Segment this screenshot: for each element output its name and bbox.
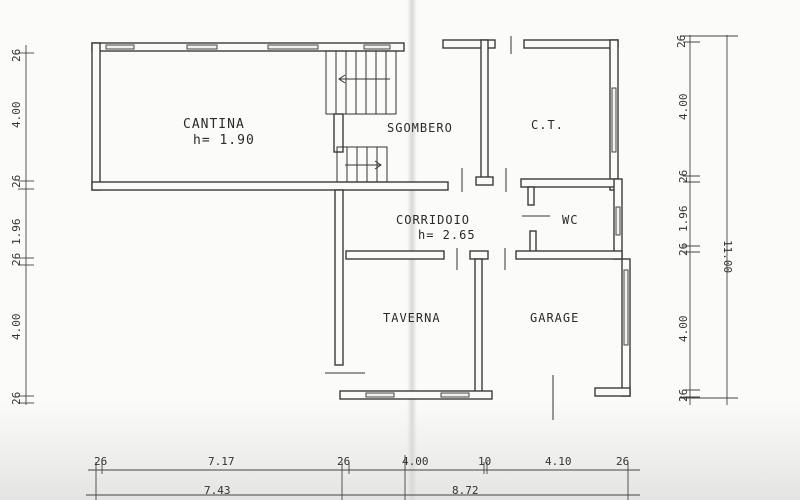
right-dimension-line [680, 35, 738, 405]
svg-text:1.96: 1.96 [10, 219, 23, 246]
svg-text:26: 26 [10, 175, 23, 188]
room-label-wc: WC [562, 213, 578, 227]
room-height-corridoio: h= 2.65 [418, 228, 476, 242]
svg-text:4.00: 4.00 [402, 455, 429, 468]
svg-text:7.17: 7.17 [208, 455, 235, 468]
svg-text:26: 26 [10, 253, 23, 266]
svg-text:4.00: 4.00 [10, 314, 23, 341]
room-label-corridoio: CORRIDOIO [396, 213, 470, 227]
svg-text:26: 26 [616, 455, 629, 468]
staircase [325, 50, 397, 183]
bottom-dimension-line [86, 455, 640, 500]
svg-text:8.72: 8.72 [452, 484, 479, 497]
svg-text:10: 10 [478, 455, 491, 468]
svg-text:26: 26 [337, 455, 350, 468]
room-label-garage: GARAGE [530, 311, 579, 325]
lower-walls [325, 189, 631, 420]
upper-right-walls [442, 36, 623, 270]
room-label-taverna: TAVERNA [383, 311, 441, 325]
svg-text:26: 26 [675, 35, 688, 48]
svg-text:26: 26 [677, 243, 690, 256]
svg-text:1.96: 1.96 [677, 206, 690, 233]
room-height-cantina: h= 1.90 [193, 133, 255, 148]
svg-text:4.00: 4.00 [10, 102, 23, 129]
svg-text:4.10: 4.10 [545, 455, 572, 468]
svg-text:26: 26 [10, 392, 23, 405]
svg-text:26: 26 [94, 455, 107, 468]
svg-text:26: 26 [10, 49, 23, 62]
left-dimension-labels: 26 4.00 26 1.96 26 4.00 26 [10, 49, 23, 405]
svg-text:11.00: 11.00 [721, 240, 734, 273]
right-dimension-labels: 26 4.00 26 1.96 26 4.00 26 11.00 [675, 35, 734, 402]
svg-text:26: 26 [677, 389, 690, 402]
cantina-walls [91, 42, 449, 191]
room-label-sgombero: SGOMBERO [387, 121, 453, 135]
left-dimension-line [18, 45, 34, 405]
room-label-ct: C.T. [531, 118, 564, 132]
room-label-cantina: CANTINA [183, 117, 245, 132]
svg-text:4.00: 4.00 [677, 316, 690, 343]
svg-text:7.43: 7.43 [204, 484, 231, 497]
svg-text:4.00: 4.00 [677, 94, 690, 121]
svg-text:26: 26 [677, 170, 690, 183]
bottom-dimension-labels: 26 7.17 26 4.00 10 4.10 26 7.43 8.72 [94, 455, 629, 497]
